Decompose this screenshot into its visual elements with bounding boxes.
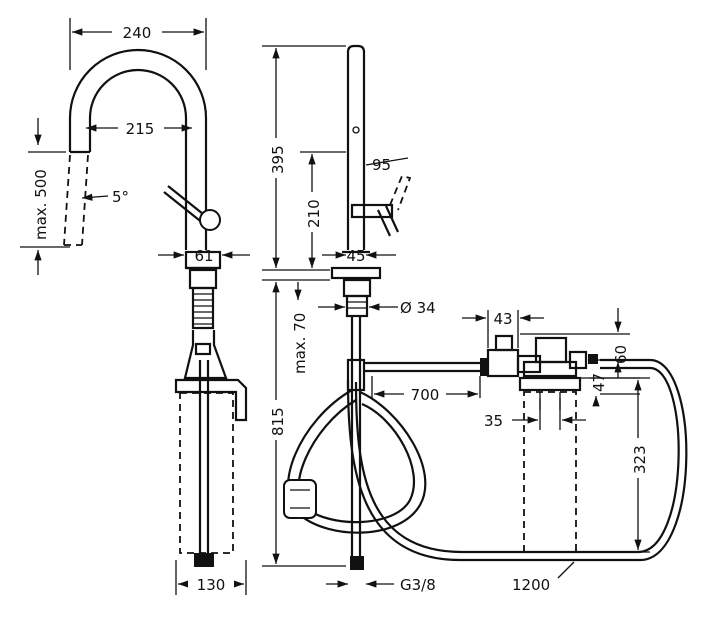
- faucet-side-view: [63, 48, 248, 567]
- dim-spray-angle: 5°: [112, 188, 129, 206]
- dim-height-handle: 210: [305, 199, 323, 228]
- dim-box-width: 43: [493, 310, 512, 328]
- dim-hose-total: 1200: [512, 576, 550, 594]
- dim-thread: G3/8: [400, 576, 436, 594]
- thread-lines: [193, 293, 213, 325]
- dim-hose-length: 700: [411, 386, 440, 404]
- dim-handle-angle: 95: [372, 156, 391, 174]
- dim-below-counter: 815: [269, 407, 287, 436]
- right-dimensions: 43 60 47 700 35 323 1200: [371, 308, 650, 594]
- left-dimensions: 240 215 max. 500 5° 61 130: [20, 18, 250, 595]
- dim-spout-width: 240: [123, 24, 152, 42]
- dim-hole-diameter: Ø 34: [400, 299, 436, 317]
- hose-loop: [283, 358, 688, 562]
- middle-dimensions: 395 210 95 45 Ø 34 max. 70 815 G3/8: [262, 45, 436, 594]
- dim-max-thickness: max. 70: [291, 313, 309, 374]
- dim-spout-reach: 215: [126, 120, 155, 138]
- dim-supply-width: 130: [197, 576, 226, 594]
- faucet-front-view: [330, 44, 412, 570]
- dim-box-height: 323: [631, 445, 649, 474]
- dim-box-offset: 35: [484, 412, 503, 430]
- dim-spray-extension: max. 500: [32, 169, 50, 240]
- dim-box-top: 60: [612, 345, 630, 364]
- dim-height-total: 395: [269, 145, 287, 174]
- dim-base-width: 61: [194, 247, 213, 265]
- filter-box-view: [364, 334, 598, 553]
- dim-body-width: 45: [346, 247, 365, 265]
- dim-box-step: 47: [590, 373, 608, 392]
